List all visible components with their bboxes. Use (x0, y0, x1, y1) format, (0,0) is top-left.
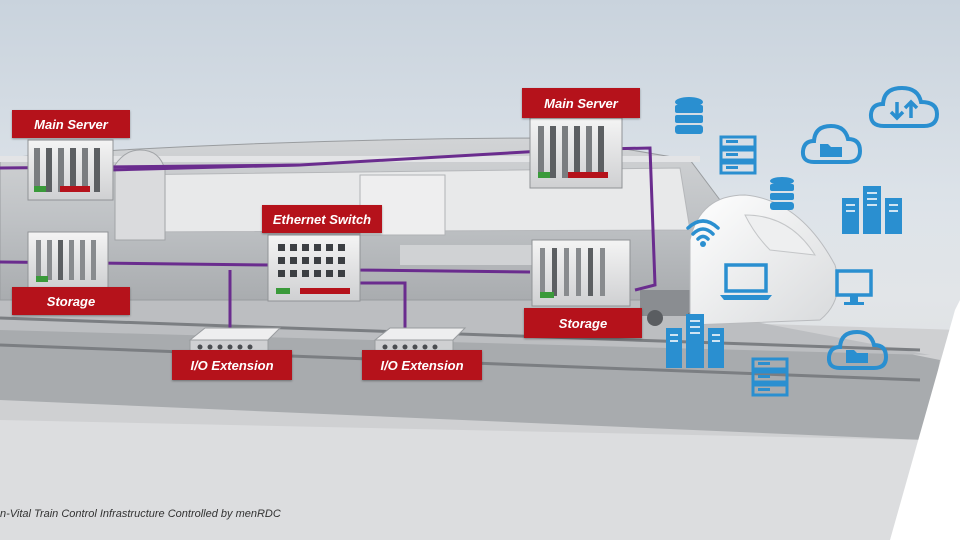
wheel (647, 310, 663, 326)
main-server-left-label: Main Server (12, 110, 130, 138)
server-tower-icon (842, 186, 902, 234)
io-extension-2-label: I/O Extension (362, 350, 482, 380)
storage-left-label: Storage (12, 287, 130, 315)
storage-right-label: Storage (524, 308, 642, 338)
main-server-right-device (529, 117, 623, 189)
figure-caption: n-Vital Train Control Infrastructure Con… (0, 508, 281, 520)
storage-left-device (27, 231, 109, 289)
storage-right-device (531, 239, 631, 307)
door (114, 149, 166, 241)
database-icon (675, 97, 703, 134)
cloud-folder-icon (826, 329, 888, 370)
laptop-icon (720, 263, 772, 300)
io-extension-1-label: I/O Extension (172, 350, 292, 380)
windshield (744, 214, 816, 256)
network-line (109, 163, 301, 172)
main-server-right-label: Main Server (522, 88, 640, 118)
ethernet-switch-label: Ethernet Switch (262, 205, 382, 233)
server-rack-icon (719, 135, 757, 175)
white-corner (890, 300, 960, 540)
cloud-sync-icon (868, 85, 940, 128)
wifi-icon (686, 219, 720, 247)
cloud-folder-icon (800, 123, 862, 164)
seat-block (400, 245, 550, 265)
train-roof-line (0, 156, 700, 162)
ethernet-switch-device (267, 234, 361, 302)
network-line (355, 281, 407, 328)
server-tower-icon (666, 314, 724, 368)
database-icon (770, 177, 794, 210)
main-server-left-device (27, 139, 114, 201)
server-rack-icon (751, 357, 789, 397)
floor-light (0, 420, 925, 540)
rail (0, 316, 921, 352)
monitor-icon (835, 269, 873, 305)
